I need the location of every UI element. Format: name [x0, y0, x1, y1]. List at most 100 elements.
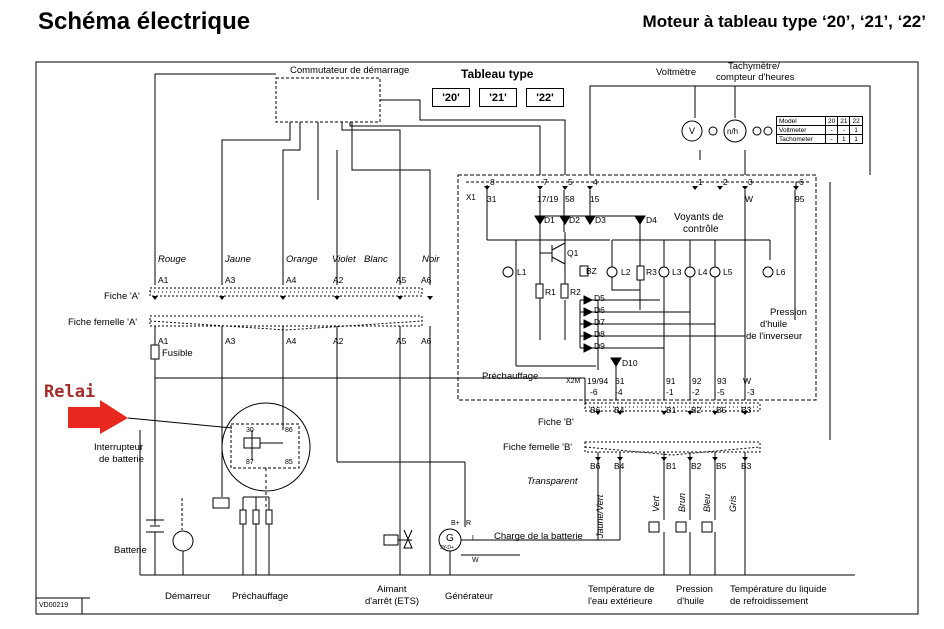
x2m-wire-1994: 19/94 — [587, 376, 609, 386]
tableau-type-21: '21' — [479, 88, 517, 107]
diode-d2: D2 — [569, 215, 580, 225]
wire-vert: Vert — [651, 495, 661, 512]
relay-pin-85: 85 — [285, 459, 293, 466]
prechauffage-label: Préchauffage — [232, 591, 289, 602]
x2m-wire-61: 61 — [615, 376, 625, 386]
tableau-type-22: '22' — [526, 88, 564, 107]
lamp-l2: L2 — [621, 267, 631, 277]
svg-text:V: V — [689, 126, 695, 136]
x1-wire-31: 31 — [487, 194, 497, 204]
x1-wire-15: 15 — [590, 194, 600, 204]
x2m-label: X2M — [566, 378, 581, 385]
x2m-wire-w: W — [743, 376, 752, 386]
x2m-term-5: -5 — [717, 387, 725, 397]
pin-a6: A6 — [421, 275, 432, 285]
fiche-a-label: Fiche 'A' — [104, 291, 140, 302]
lamp-l6: L6 — [776, 267, 786, 277]
x1-wire-w: W — [745, 194, 754, 204]
fiche-femelle-b-label: Fiche femelle 'B' — [503, 442, 573, 453]
pin-b4-female: B4 — [614, 461, 625, 471]
x1-term-3: 3 — [748, 177, 753, 187]
wire-color-orange: Orange — [286, 254, 318, 265]
pin-a3-female: A3 — [225, 336, 236, 346]
tableau-type-20: '20' — [432, 88, 470, 107]
wire-color-jaune: Jaune — [225, 254, 251, 265]
x1-term-1: 1 — [698, 177, 703, 187]
x2m-wire-91: 91 — [666, 376, 676, 386]
x2m-wire-93: 93 — [717, 376, 727, 386]
diode-d4: D4 — [646, 215, 657, 225]
pin-b1-female: B1 — [666, 461, 677, 471]
buzzer-bz: BZ — [586, 266, 597, 276]
prechauffage-top-label: Préchauffage — [482, 371, 539, 382]
voyants-label-2: contrôle — [683, 224, 719, 235]
pin-b2: B2 — [691, 405, 702, 415]
pin-a4: A4 — [286, 275, 297, 285]
pin-b6-female: B6 — [590, 461, 601, 471]
fiche-b-label: Fiche 'B' — [538, 417, 574, 428]
relay-pin-86: 86 — [285, 427, 293, 434]
generator-sub: 3Y-D+ — [440, 545, 454, 551]
diode-d3: D3 — [595, 215, 606, 225]
pin-a4-female: A4 — [286, 336, 297, 346]
demarreur-label: Démarreur — [165, 591, 211, 602]
interrupteur-label-2: de batterie — [99, 454, 144, 465]
x2m-term-4: -4 — [615, 387, 623, 397]
pin-a5: A5 — [396, 275, 407, 285]
relay-pin-30: 30 — [246, 427, 254, 434]
x1-term-2: 2 — [723, 177, 728, 187]
x1-term-4: 4 — [593, 177, 598, 187]
temp-ext-label-2: l'eau extérieure — [588, 596, 653, 607]
pression-label-2: d'huile — [677, 596, 705, 607]
svg-text:n/h: n/h — [727, 127, 738, 136]
diode-d5: D5 — [594, 293, 605, 303]
generator-w: W — [472, 557, 479, 564]
generator-g: G — [446, 533, 454, 544]
wire-color-violet: Violet — [332, 254, 356, 265]
pin-b5: B5 — [716, 405, 727, 415]
diode-d9: D9 — [594, 341, 605, 351]
x1-wire-95: 95 — [795, 194, 805, 204]
diode-d10: D10 — [622, 358, 638, 368]
pin-b6: B6 — [590, 405, 601, 415]
wire-color-rouge: Rouge — [158, 254, 186, 265]
generator-l: L — [472, 535, 476, 542]
resistor-r2: R2 — [570, 287, 581, 297]
pin-a6-female: A6 — [421, 336, 432, 346]
x2m-wire-92: 92 — [692, 376, 702, 386]
page-subtitle: Moteur à tableau type ‘20’, ‘21’, ‘22’ — [642, 12, 926, 31]
x2m-term-2: -2 — [692, 387, 700, 397]
wire-bleu: Bleu — [702, 493, 712, 512]
pin-a2: A2 — [333, 275, 344, 285]
resistor-r3: R3 — [646, 267, 657, 277]
x1-term-5: 5 — [568, 177, 573, 187]
x1-term-8: 8 — [490, 177, 495, 187]
pin-b2-female: B2 — [691, 461, 702, 471]
tachymetre-label-2: compteur d'heures — [716, 72, 795, 83]
pression-inverseur-3: de l'inverseur — [746, 331, 803, 342]
x2m-term-1: -1 — [666, 387, 674, 397]
generator-bplus: B+ — [451, 520, 460, 527]
pin-a1-female: A1 — [158, 336, 169, 346]
pin-a2-female: A2 — [333, 336, 344, 346]
lamp-l5: L5 — [723, 267, 733, 277]
transistor-q1: Q1 — [567, 248, 579, 258]
wire-gris: Gris — [728, 495, 738, 513]
relai-arrow — [68, 400, 233, 434]
wire-brun: Brun — [677, 492, 687, 512]
lamp-l1: L1 — [517, 267, 527, 277]
temp-liq-label-1: Température du liquide — [730, 584, 827, 595]
diode-d1: D1 — [544, 215, 555, 225]
temp-liq-label-2: de refroidissement — [730, 596, 809, 607]
pin-b1: B1 — [666, 405, 677, 415]
wire-color-noir: Noir — [422, 254, 440, 265]
fiche-femelle-a-label: Fiche femelle 'A' — [68, 317, 138, 328]
fusible-label: Fusible — [162, 348, 193, 359]
wire-jaune-vert: Jaune/Vert — [595, 494, 605, 538]
temp-ext-label-1: Température de — [588, 584, 655, 595]
x1-term-7: 7 — [543, 177, 548, 187]
generateur-label: Générateur — [445, 591, 494, 602]
wire-color-blanc: Blanc — [364, 254, 388, 265]
